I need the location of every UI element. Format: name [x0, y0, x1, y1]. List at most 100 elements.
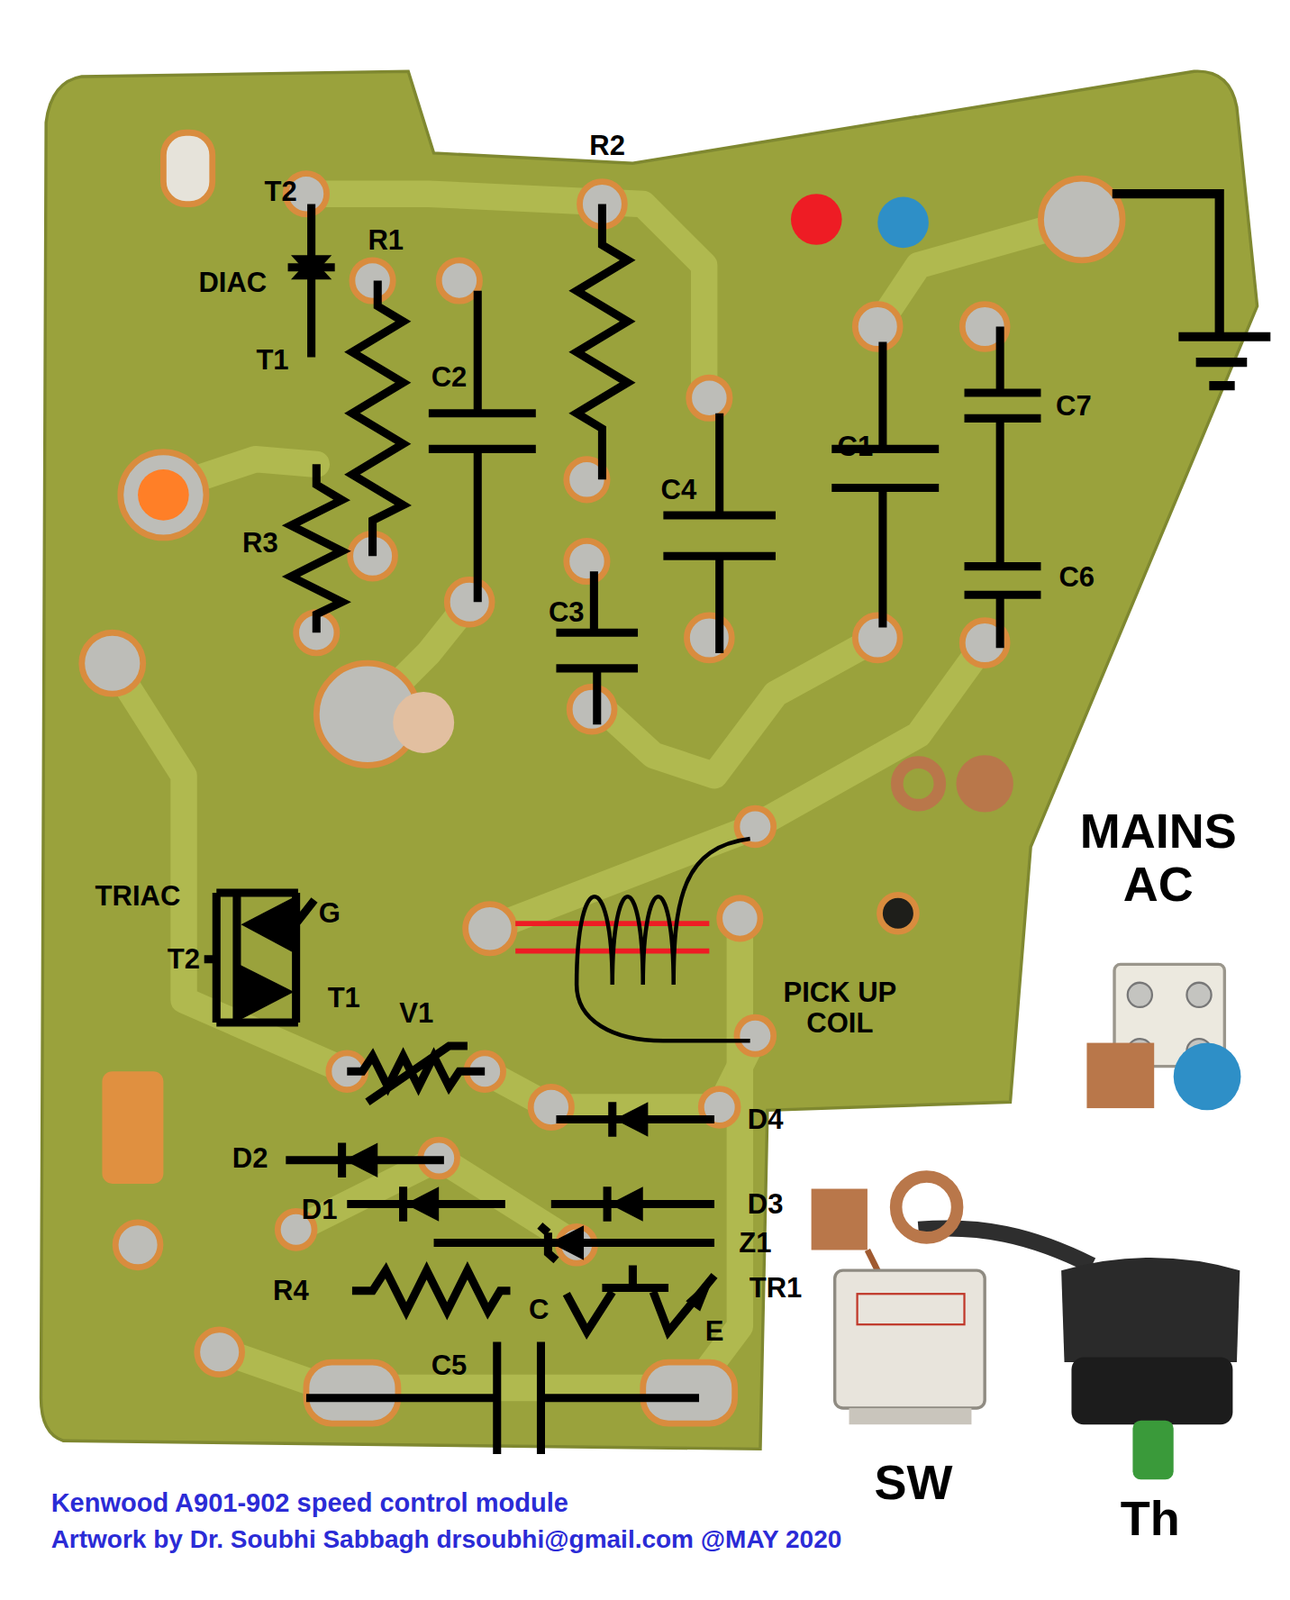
component-label: T2: [167, 944, 200, 975]
component-label: T1: [255, 345, 289, 376]
pad: [719, 898, 761, 939]
pad: [643, 1362, 736, 1424]
component-label: R4: [272, 1275, 309, 1307]
capacitor-symbol: [306, 1341, 700, 1454]
thermostat-body: [1061, 1257, 1240, 1363]
brown-ring-marker: [896, 1176, 958, 1238]
mains-terminal-block: [1086, 963, 1241, 1110]
pad: [736, 1017, 774, 1054]
component-label: Z1: [738, 1227, 772, 1259]
pad: [120, 452, 207, 538]
pad: [197, 1329, 243, 1375]
pad: [689, 377, 730, 418]
resistor-symbol: [290, 463, 343, 633]
thermostat-base: [1071, 1356, 1233, 1425]
resistor-symbol: [576, 204, 628, 481]
coil-lead: [576, 984, 751, 1041]
triac-symbol: [204, 892, 315, 1023]
capacitor-symbol: [964, 326, 1042, 648]
component-label: D2: [232, 1143, 269, 1174]
ground-wire: [1112, 193, 1220, 337]
pickup-coil-symbol: [515, 838, 751, 1041]
blue-wire-dot: [877, 197, 929, 249]
diode-triangle: [344, 1143, 378, 1179]
component-label: R2: [589, 130, 626, 162]
resistor-symbol: [352, 1270, 511, 1311]
component-label: V1: [399, 998, 434, 1029]
varistor-symbol: [346, 1045, 485, 1102]
orange-wire-dot: [137, 469, 190, 521]
pad: [854, 304, 900, 350]
diode-symbol: [346, 1186, 506, 1222]
component-label: C: [528, 1293, 549, 1325]
diac-triangle: [290, 256, 332, 280]
diode-symbol: [285, 1143, 445, 1179]
diode-triangle: [608, 1186, 643, 1222]
pad: [465, 904, 515, 954]
brown-square-marker: [1086, 1043, 1154, 1109]
pad: [81, 632, 144, 694]
emitter-arrow: [685, 1275, 715, 1312]
pad: [1040, 178, 1123, 261]
pad: [306, 1362, 399, 1424]
triac-triangle: [240, 895, 296, 954]
capacitor-symbol: [831, 341, 939, 627]
triac-triangle: [238, 963, 294, 1020]
pad: [854, 615, 900, 661]
diac-symbol: [288, 204, 336, 358]
capacitor-symbol: [428, 290, 536, 602]
thermostat-shaft: [1132, 1420, 1173, 1481]
brown-dot-marker: [955, 754, 1013, 812]
blue-circle-marker: [1173, 1043, 1242, 1111]
transistor-symbol: [566, 1264, 715, 1332]
wire: [867, 1250, 878, 1272]
component-symbols: [204, 204, 1042, 1455]
component-label: E: [705, 1316, 725, 1347]
switch-base: [849, 1408, 973, 1425]
pad: [352, 260, 393, 301]
component-label: MAINS AC: [1048, 803, 1269, 911]
component-label: C2: [431, 362, 468, 393]
component-label: TR1: [749, 1272, 803, 1304]
coil-winding: [576, 838, 751, 985]
diagram-title: Kenwood A901-902 speed control module: [51, 1488, 569, 1518]
component-label: T1: [327, 982, 361, 1014]
component-label: C1: [837, 431, 874, 463]
pad: [566, 540, 608, 582]
component-label: C7: [1055, 390, 1092, 422]
trace: [112, 663, 348, 1072]
mounting-hole: [880, 894, 918, 932]
pad: [569, 686, 615, 732]
component-label: D3: [747, 1189, 784, 1220]
switch-and-thermostat: [811, 1176, 1241, 1480]
component-label: TRIAC: [95, 881, 182, 912]
ground-symbol: [1112, 193, 1272, 386]
diode-symbol: [551, 1186, 715, 1222]
zener-symbol: [434, 1225, 715, 1261]
diode-triangle: [614, 1101, 648, 1137]
diode-triangle: [405, 1186, 439, 1222]
zener-triangle: [550, 1225, 584, 1261]
resistor-symbol: [352, 280, 404, 556]
trace: [490, 643, 985, 929]
trace: [224, 917, 740, 1388]
pad: [686, 615, 732, 661]
diagram-caption: Artwork by Dr. Soubhi Sabbagh drsoubhi@g…: [51, 1525, 843, 1554]
capacitor-symbol: [555, 571, 638, 725]
component-label: C4: [661, 474, 698, 506]
ground-bars: [1178, 336, 1271, 386]
component-label: SW: [873, 1455, 953, 1509]
switch-print: [857, 1293, 965, 1325]
brown-ring-marker: [897, 762, 941, 806]
pad: [115, 1222, 161, 1268]
component-label: D4: [747, 1104, 784, 1136]
component-label: D1: [301, 1193, 338, 1225]
diode-symbol: [555, 1101, 715, 1137]
red-wire-dot: [790, 193, 843, 246]
component-label: R3: [242, 527, 279, 559]
mounting-hole: [163, 132, 212, 204]
copper-traces: [112, 193, 1082, 1388]
component-label: R1: [367, 225, 404, 256]
brown-square-marker: [811, 1189, 868, 1251]
terminal-screw: [1186, 982, 1211, 1008]
